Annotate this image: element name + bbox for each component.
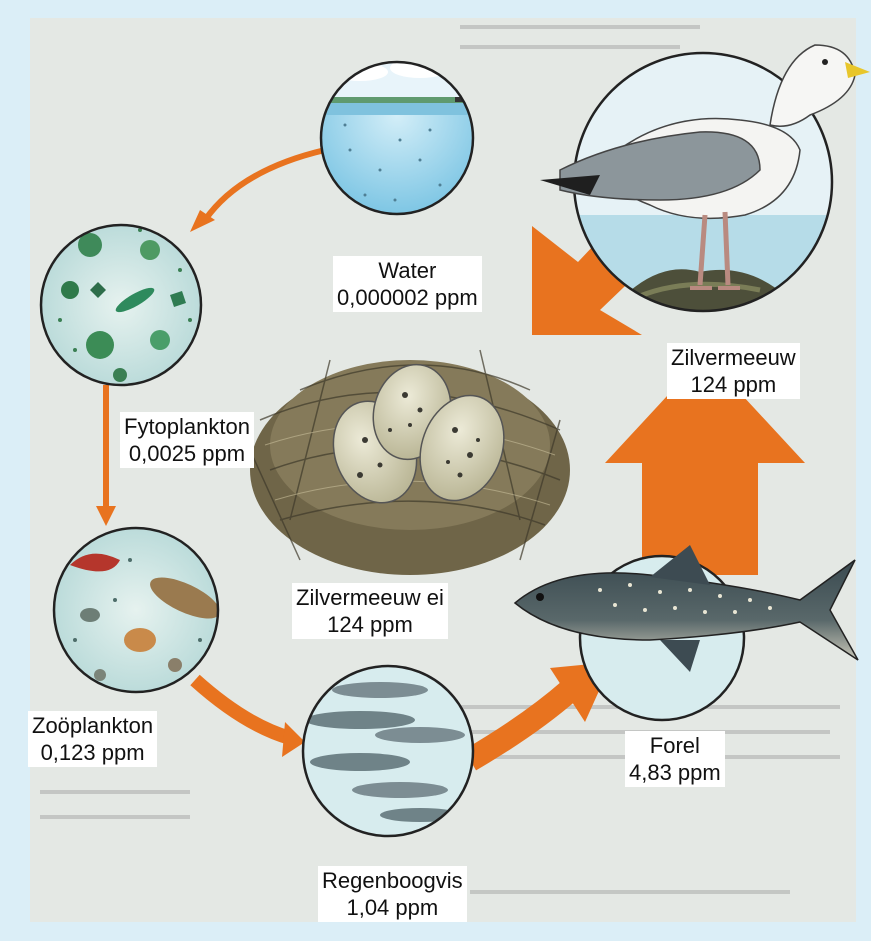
label-regenboogvis-name: Regenboogvis (322, 867, 463, 894)
label-forel-value: 4,83 ppm (629, 759, 721, 786)
regenboogvis-circle (303, 666, 473, 836)
label-regenboogvis: Regenboogvis 1,04 ppm (318, 866, 467, 922)
label-zilvermeeuw-name: Zilvermeeuw (671, 344, 796, 371)
label-zooplankton-name: Zoöplankton (32, 712, 153, 739)
arrow-water-to-fytoplankton (190, 150, 325, 232)
label-water-value: 0,000002 ppm (337, 284, 478, 311)
trout-fish (515, 545, 858, 672)
label-fytoplankton: Fytoplankton 0,0025 ppm (120, 412, 254, 468)
label-water: Water 0,000002 ppm (333, 256, 482, 312)
label-zilvermeeuw: Zilvermeeuw 124 ppm (667, 343, 800, 399)
label-forel-name: Forel (629, 732, 721, 759)
zooplankton-circle (50, 528, 225, 692)
label-regenboogvis-value: 1,04 ppm (322, 894, 463, 921)
water-circle (318, 58, 478, 214)
arrow-zooplankton-to-regenboogvis (195, 680, 305, 757)
label-ei-value: 124 ppm (296, 611, 444, 638)
label-fytoplankton-name: Fytoplankton (124, 413, 250, 440)
label-ei: Zilvermeeuw ei 124 ppm (292, 583, 448, 639)
label-forel: Forel 4,83 ppm (625, 731, 725, 787)
label-fytoplankton-value: 0,0025 ppm (124, 440, 250, 467)
arrow-fytoplankton-to-zooplankton (96, 385, 116, 526)
label-zilvermeeuw-value: 124 ppm (671, 371, 796, 398)
label-ei-name: Zilvermeeuw ei (296, 584, 444, 611)
nest-with-eggs (250, 350, 570, 575)
fytoplankton-circle (41, 225, 201, 385)
label-zooplankton: Zoöplankton 0,123 ppm (28, 711, 157, 767)
label-zooplankton-value: 0,123 ppm (32, 739, 153, 766)
label-water-name: Water (337, 257, 478, 284)
